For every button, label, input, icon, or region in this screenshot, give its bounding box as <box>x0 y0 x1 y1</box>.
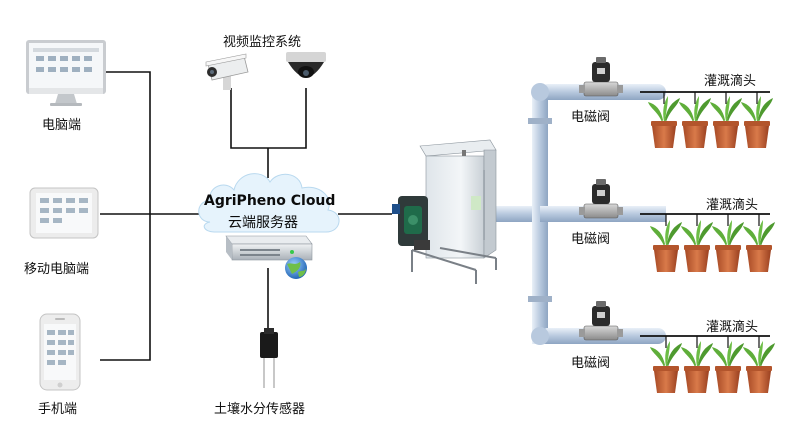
phone-label: 手机端 <box>38 402 78 417</box>
sensor-label: 土壤水分传感器 <box>214 402 306 417</box>
desktop-label: 电脑端 <box>42 118 82 133</box>
tablet-label: 移动电脑端 <box>24 262 90 277</box>
drip-label-2: 灌溉滴头 <box>706 198 759 213</box>
camera-line <box>230 88 307 149</box>
irrigation-controller-cabinet-icon <box>392 139 497 284</box>
solenoid-valve-icon-3 <box>578 300 624 341</box>
client-bus-line <box>100 71 151 361</box>
video-system-label: 视频监控系统 <box>223 35 302 50</box>
soil-moisture-sensor-icon <box>260 328 278 388</box>
bullet-camera-icon <box>205 53 249 90</box>
valve-label-3: 电磁阀 <box>571 356 611 371</box>
valve-label-2: 电磁阀 <box>571 232 611 247</box>
solenoid-valve-icon-1 <box>578 56 624 97</box>
cloud-server-icon <box>198 173 340 279</box>
phone-icon <box>39 313 81 391</box>
cloud-title: AgriPheno Cloud <box>204 193 336 209</box>
cloud-subtitle: 云端服务器 <box>228 215 298 231</box>
network-lines <box>100 71 392 361</box>
drip-label-3: 灌溉滴头 <box>706 320 759 335</box>
plant-pots-row-1 <box>648 96 773 148</box>
tablet-icon <box>29 187 99 239</box>
plant-pots-row-3 <box>650 341 775 393</box>
valve-label-1: 电磁阀 <box>571 110 611 125</box>
drip-lines <box>640 91 770 348</box>
desktop-computer-icon <box>26 40 106 106</box>
plant-pots-row-2 <box>650 220 775 272</box>
dome-camera-icon <box>286 52 326 78</box>
solenoid-valve-icon-2 <box>578 178 624 219</box>
drip-label-1: 灌溉滴头 <box>704 74 757 89</box>
